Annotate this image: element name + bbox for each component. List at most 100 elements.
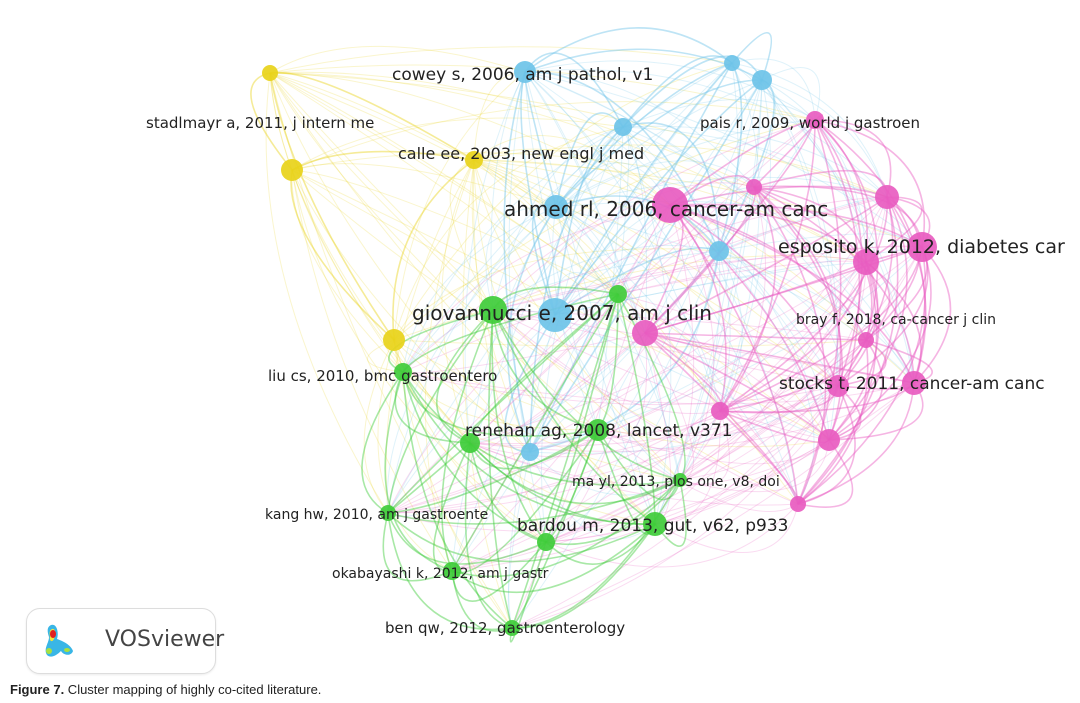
co-citation-link	[469, 410, 721, 458]
network-node-green[interactable]	[537, 533, 555, 551]
network-node-green[interactable]	[460, 433, 480, 453]
co-citation-link	[545, 79, 763, 543]
co-citation-link	[451, 385, 839, 572]
network-node-blue[interactable]	[538, 298, 572, 332]
network-node-green[interactable]	[443, 562, 461, 580]
co-citation-link	[382, 512, 453, 582]
network-node-blue[interactable]	[614, 118, 632, 136]
co-citation-link	[392, 159, 475, 341]
co-citation-link	[669, 185, 888, 206]
co-citation-link	[361, 371, 404, 514]
co-citation-link	[387, 429, 599, 514]
co-citation-link	[597, 410, 721, 449]
network-node-yellow[interactable]	[465, 151, 483, 169]
co-citation-link	[469, 439, 830, 487]
co-citation-link	[291, 101, 816, 171]
co-citation-link	[529, 385, 839, 454]
co-citation-link	[644, 119, 816, 334]
co-citation-link	[545, 439, 830, 543]
co-citation-link	[269, 72, 531, 453]
network-node-green[interactable]	[479, 296, 507, 324]
network-node-yellow[interactable]	[262, 65, 278, 81]
network-node-pink[interactable]	[907, 232, 937, 262]
co-citation-link	[464, 71, 526, 444]
co-citation-link	[644, 332, 839, 387]
network-node-blue[interactable]	[709, 241, 729, 261]
co-citation-link	[402, 332, 646, 374]
co-citation-link	[291, 169, 531, 453]
co-citation-link	[524, 60, 816, 121]
co-citation-link	[492, 309, 799, 505]
network-node-pink[interactable]	[711, 402, 729, 420]
co-citation-link	[555, 206, 681, 481]
network-node-yellow[interactable]	[281, 159, 303, 181]
co-citation-link	[269, 72, 513, 629]
co-citation-link	[617, 293, 656, 525]
network-node-green[interactable]	[609, 285, 627, 303]
network-node-pink[interactable]	[875, 185, 899, 209]
network-node-pink[interactable]	[790, 496, 806, 512]
co-citation-link	[402, 371, 513, 629]
network-node-blue[interactable]	[514, 61, 536, 83]
co-citation-link	[402, 371, 681, 486]
co-citation-link	[622, 98, 816, 128]
co-citation-link	[269, 72, 830, 441]
node-label: pais r, 2009, world j gastroen	[700, 114, 920, 132]
network-node-pink[interactable]	[818, 429, 840, 451]
co-citation-link	[828, 385, 862, 441]
co-citation-link	[491, 309, 547, 543]
co-citation-link	[761, 79, 867, 263]
network-node-green[interactable]	[643, 512, 667, 536]
co-citation-link	[387, 126, 624, 514]
co-citation-link	[291, 169, 830, 441]
network-node-pink[interactable]	[632, 320, 658, 346]
network-node-green[interactable]	[587, 419, 609, 441]
network-node-pink[interactable]	[746, 179, 762, 195]
co-citation-link	[554, 314, 830, 441]
network-node-blue[interactable]	[752, 70, 772, 90]
co-citation-link	[731, 58, 816, 121]
co-citation-link	[269, 72, 671, 206]
network-node-blue[interactable]	[544, 195, 568, 219]
network-node-pink[interactable]	[902, 371, 926, 395]
co-citation-link	[387, 293, 619, 514]
network-node-pink[interactable]	[806, 111, 824, 129]
network-node-green[interactable]	[504, 620, 520, 636]
network-node-blue[interactable]	[521, 443, 539, 461]
network-node-green[interactable]	[394, 363, 412, 381]
co-citation-link	[644, 332, 867, 341]
co-citation-link	[622, 125, 888, 198]
network-node-green[interactable]	[673, 473, 687, 487]
network-node-blue[interactable]	[724, 55, 740, 71]
co-citation-link	[797, 196, 899, 505]
co-citation-link	[473, 159, 556, 316]
co-citation-link	[269, 72, 619, 295]
co-citation-link	[797, 119, 842, 505]
network-node-pink[interactable]	[853, 249, 879, 275]
co-citation-link	[679, 79, 763, 481]
co-citation-link	[508, 314, 556, 629]
co-citation-link	[451, 382, 915, 572]
co-citation-link	[617, 79, 763, 295]
network-node-pink[interactable]	[858, 332, 874, 348]
co-citation-link	[913, 246, 952, 384]
network-node-yellow[interactable]	[383, 329, 405, 351]
co-citation-link	[387, 62, 733, 514]
co-citation-link	[545, 503, 799, 568]
co-citation-link	[719, 186, 777, 412]
co-citation-link	[719, 62, 760, 412]
co-citation-link	[529, 79, 763, 453]
co-citation-link	[828, 246, 932, 441]
co-citation-link	[654, 204, 695, 525]
network-node-green[interactable]	[380, 505, 396, 521]
network-node-pink[interactable]	[652, 187, 688, 223]
network-node-pink[interactable]	[827, 375, 849, 397]
co-citation-link	[367, 339, 404, 373]
co-citation-link	[731, 62, 915, 384]
co-citation-link	[597, 332, 648, 437]
co-citation-link	[719, 339, 867, 412]
co-citation-network: cowey s, 2006, am j pathol, v1 stadlmayr…	[146, 27, 1065, 643]
co-citation-link	[473, 159, 867, 263]
co-citation-link	[492, 309, 599, 431]
co-citation-link	[387, 204, 671, 514]
